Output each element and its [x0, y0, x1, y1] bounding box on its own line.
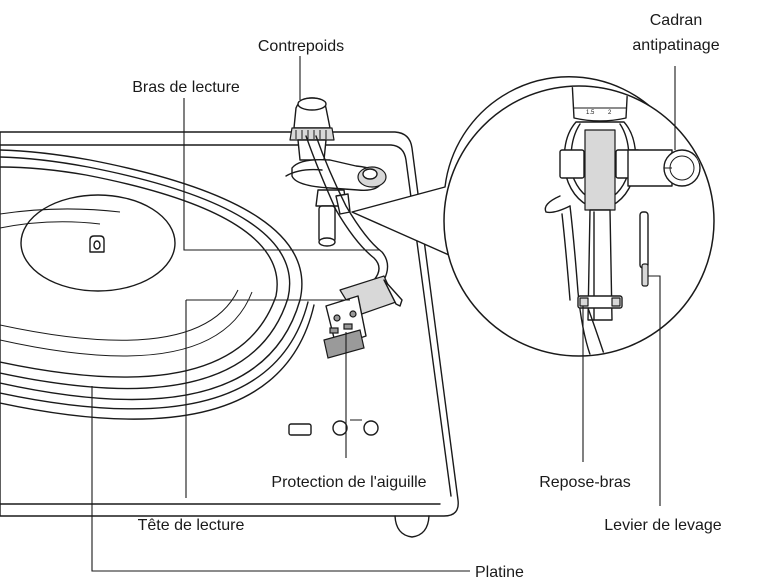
detail-inset: 1.5 2: [351, 76, 715, 357]
label-cadran: Cadran: [650, 12, 702, 29]
front-switch-icon: [288, 423, 312, 436]
label-antipatinage: antipatinage: [632, 37, 719, 54]
arm-rest: [577, 295, 623, 309]
labels: Contrepoids Bras de lecture Cadran antip…: [132, 12, 722, 581]
label-tete-de-lecture: Tête de lecture: [138, 517, 245, 534]
lift-lever: [639, 211, 649, 269]
label-repose-bras: Repose-bras: [539, 474, 631, 491]
turntable-base: [0, 131, 459, 538]
scale-label: 2: [608, 110, 612, 116]
label-platine: Platine: [475, 564, 524, 581]
needle-guard: [323, 329, 365, 359]
tonearm-assembly: [285, 97, 403, 359]
label-protection-aiguille: Protection de l'aiguille: [271, 474, 426, 491]
label-contrepoids: Contrepoids: [258, 38, 344, 55]
headshell: [323, 275, 403, 359]
scale-label: 1.5: [586, 110, 595, 116]
label-bras-de-lecture: Bras de lecture: [132, 79, 240, 96]
platter: [0, 149, 315, 420]
front-button-icon: [363, 420, 379, 436]
front-button-icon: [332, 420, 348, 436]
leader-lines: [91, 56, 676, 572]
label-levier-de-levage: Levier de levage: [604, 517, 722, 534]
